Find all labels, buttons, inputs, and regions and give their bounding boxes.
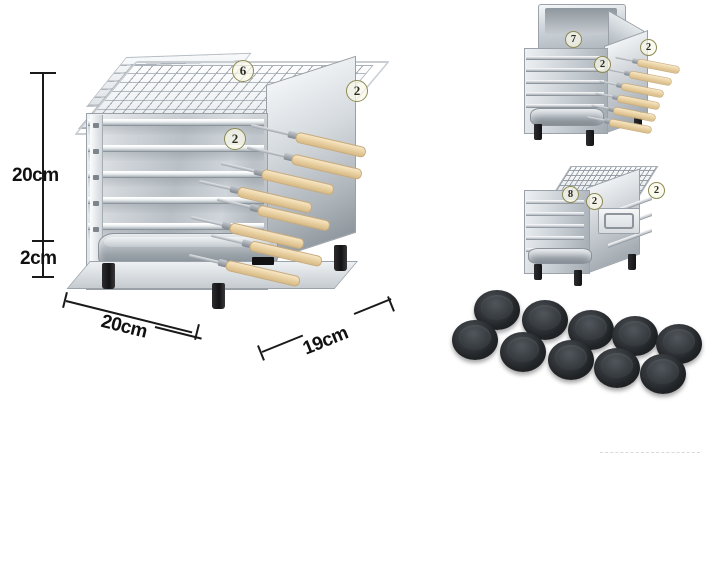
charcoal-disc xyxy=(656,324,702,364)
skewer-rail xyxy=(88,171,264,178)
skewer-rail xyxy=(88,223,264,230)
dimension-width-label: 20cm xyxy=(98,311,150,343)
callout-badge-2-inset-right[interactable]: 2 xyxy=(640,39,657,56)
charcoal-disc xyxy=(452,320,498,360)
slot-hole xyxy=(93,201,99,206)
inset-leg xyxy=(534,124,542,140)
depth-tick-left xyxy=(257,345,265,361)
callout-badge-2-front[interactable]: 2 xyxy=(224,128,246,150)
inset-grill-with-pan: 7 2 2 xyxy=(512,4,692,146)
grill-leg xyxy=(102,263,115,289)
skewer-rail xyxy=(88,119,264,126)
inset-rail xyxy=(526,92,604,96)
slot-hole xyxy=(93,149,99,154)
inset-leg xyxy=(634,112,642,128)
charcoal-pan-interior xyxy=(545,8,617,34)
callout-badge-8[interactable]: 8 xyxy=(562,186,579,203)
charcoal-disc xyxy=(522,300,568,340)
carry-handle[interactable] xyxy=(604,213,634,229)
inset-rail xyxy=(526,104,604,108)
charcoal-disc xyxy=(500,332,546,372)
left-slot-post xyxy=(90,115,103,273)
tick-bottom xyxy=(32,276,54,278)
vent-slot xyxy=(526,200,584,204)
depth-dimension-line-left xyxy=(261,334,304,353)
callout-badge-2-inset-b-right[interactable]: 2 xyxy=(648,182,665,199)
main-grill-illustration: 6 2 2 xyxy=(66,52,391,309)
tick-top xyxy=(30,72,56,74)
skewer-clip xyxy=(252,257,274,265)
tick-mid xyxy=(32,240,54,242)
charcoal-disc xyxy=(594,348,640,388)
vent-slot xyxy=(526,236,584,240)
dimension-leg-height-label: 2cm xyxy=(20,248,57,269)
vertical-dimension-line xyxy=(42,72,44,276)
tray-lip xyxy=(104,237,270,247)
inset-rail xyxy=(526,68,604,72)
faint-dashed-divider xyxy=(600,452,700,453)
inset-rail xyxy=(526,56,604,60)
slot-hole xyxy=(93,123,99,128)
vent-slot xyxy=(526,212,584,216)
slot-hole xyxy=(93,175,99,180)
inset-b-leg xyxy=(574,270,582,286)
dimension-height-label: 20cm xyxy=(12,165,59,186)
dimension-depth-label: 19cm xyxy=(300,322,352,360)
grill-leg xyxy=(212,283,225,309)
callout-badge-2-inset-front[interactable]: 2 xyxy=(594,56,611,73)
inset-b-leg xyxy=(534,264,542,280)
callout-badge-2-inset-b-left[interactable]: 2 xyxy=(586,193,603,210)
skewer-rail xyxy=(88,145,264,152)
charcoal-briquette-group xyxy=(448,282,702,400)
callout-badge-7[interactable]: 7 xyxy=(565,31,582,48)
grill-leg xyxy=(334,245,347,271)
inset-b-leg xyxy=(628,254,636,270)
inset-b-tray xyxy=(528,248,592,264)
slot-hole xyxy=(93,227,99,232)
inset-rail xyxy=(526,80,604,84)
inset-grill-with-mesh: 8 2 2 xyxy=(512,160,692,286)
inset-tray xyxy=(530,108,604,126)
inset-leg xyxy=(586,130,594,146)
callout-badge-6[interactable]: 6 xyxy=(232,60,254,82)
charcoal-disc xyxy=(548,340,594,380)
callout-badge-2-right[interactable]: 2 xyxy=(346,80,368,102)
charcoal-disc xyxy=(568,310,614,350)
charcoal-disc xyxy=(640,354,686,394)
vent-slot xyxy=(526,224,584,228)
skewer-rail xyxy=(88,197,264,204)
